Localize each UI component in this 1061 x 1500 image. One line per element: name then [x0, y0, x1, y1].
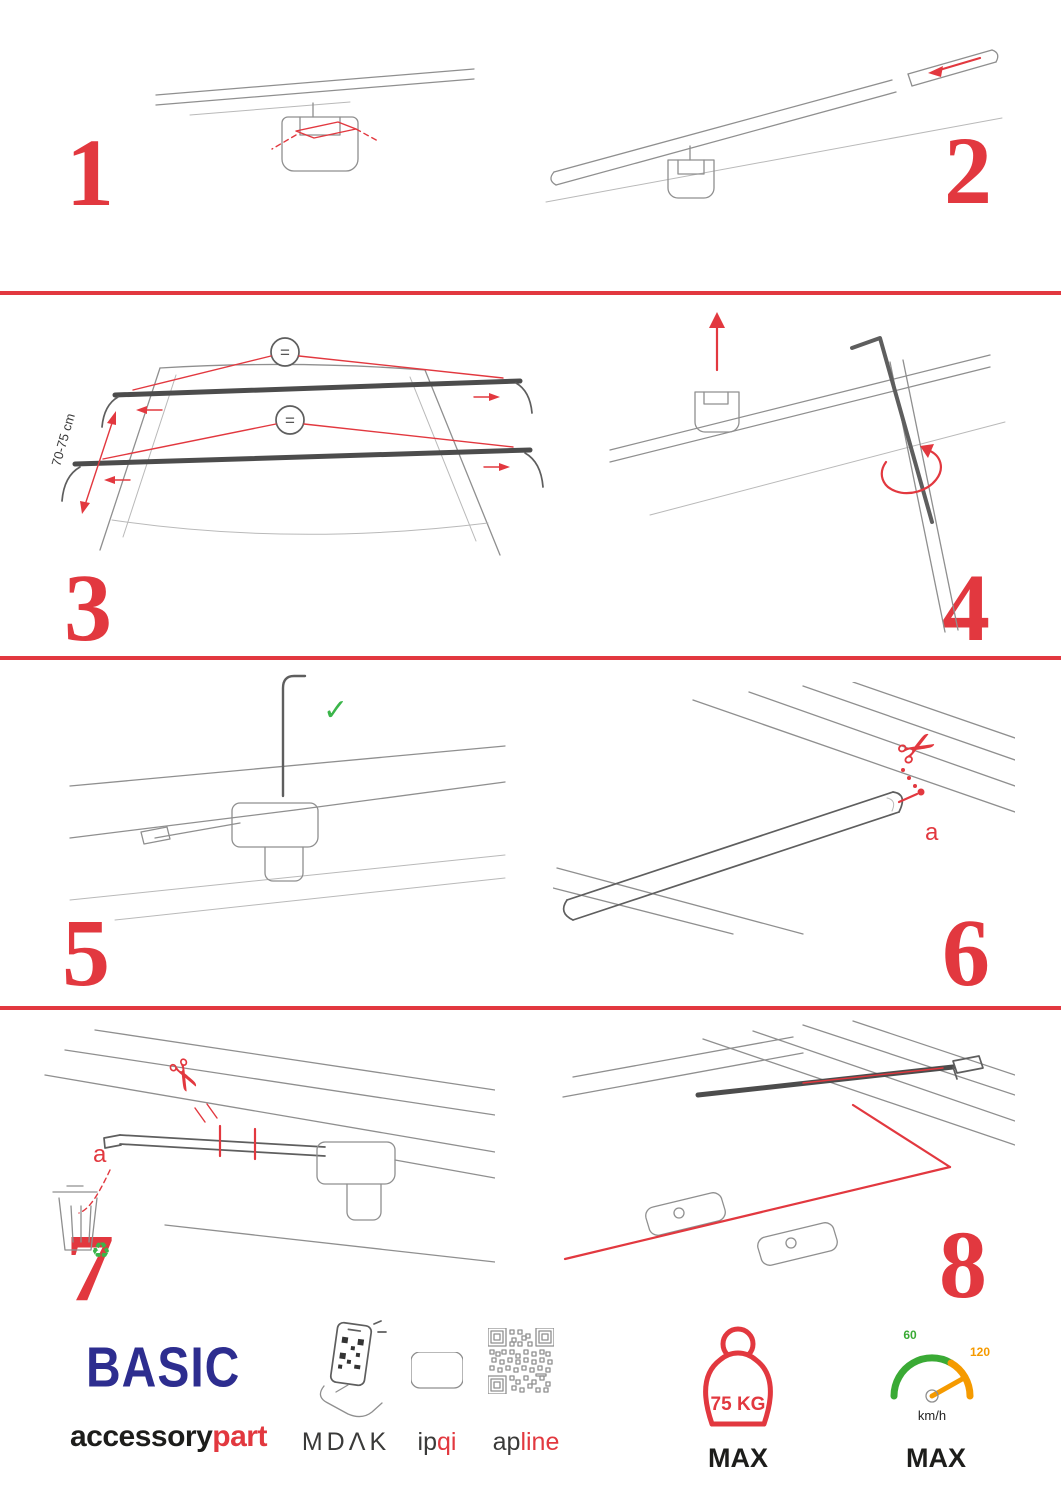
clamp	[667, 145, 715, 199]
step-8-illustration	[562, 1020, 1015, 1266]
alignment-arrows	[104, 393, 510, 484]
mounted-bar	[695, 1055, 984, 1098]
step-2-number: 2	[944, 117, 992, 224]
step-2-illustration	[545, 49, 1003, 203]
speed-high-label: 120	[970, 1345, 990, 1359]
clamp	[694, 391, 740, 433]
slide-arrow	[928, 56, 982, 77]
strap-end	[897, 788, 925, 804]
label-apline-left: ap	[492, 1428, 521, 1456]
check-icon: ✓	[323, 693, 348, 728]
snip-lines	[194, 1103, 218, 1123]
label-ipqi-right: qi	[437, 1428, 457, 1456]
roof-rib-lines	[553, 682, 1015, 935]
door-frame-lines	[69, 745, 506, 921]
clamp-parts	[645, 1192, 838, 1266]
discard-path	[78, 1169, 111, 1214]
label-apline: apline	[484, 1428, 568, 1457]
cut-marks	[218, 1124, 257, 1161]
part-label-a: a	[925, 819, 939, 846]
end-cap	[907, 49, 999, 87]
step-6-number: 6	[942, 899, 990, 1006]
step-4-number: 4	[942, 554, 990, 661]
speedometer-icon: 60 120 km/h	[890, 1328, 990, 1423]
roof-edge-line	[545, 117, 1003, 203]
label-mdak: MDΛK	[301, 1428, 391, 1456]
speed-unit-label: km/h	[918, 1408, 946, 1423]
section-divider-3	[0, 1006, 1061, 1010]
pointer-lines	[563, 1103, 952, 1261]
youtube-icon	[411, 1352, 463, 1389]
section-divider-1	[0, 291, 1061, 295]
equal-sign: =	[280, 343, 290, 362]
strap-hook	[281, 674, 307, 798]
weight-value: 75 KG	[711, 1394, 766, 1415]
section-divider-2	[0, 656, 1061, 660]
roof-rail	[609, 354, 1006, 516]
clamp-bracket	[281, 102, 359, 172]
strap	[103, 1134, 326, 1157]
brand-part: part	[212, 1420, 267, 1453]
step-5-number: 5	[62, 899, 110, 1006]
distance-label: 70-75 cm	[48, 412, 77, 468]
crossbar	[550, 79, 897, 186]
weight-max-label: MAX	[708, 1443, 768, 1473]
equal-overhang-callout-rear: =	[102, 405, 514, 460]
rear-crossbar	[61, 447, 544, 502]
brand-basic: BASIC	[86, 1337, 241, 1400]
trash-can-icon	[52, 1185, 98, 1251]
speed-max-label: MAX	[906, 1443, 966, 1473]
label-ipqi-left: ip	[417, 1428, 437, 1456]
cut-dots	[901, 768, 917, 788]
crossbar-tube	[562, 791, 904, 921]
recycle-icon: ♻	[91, 1239, 111, 1264]
step-8-number: 8	[939, 1211, 987, 1318]
equal-overhang-callout-front: =	[132, 337, 504, 391]
allen-key	[850, 336, 934, 524]
ceiling-lines	[44, 1029, 495, 1263]
clamp	[316, 1141, 495, 1221]
clamp	[140, 802, 319, 882]
insert-arrow	[709, 312, 725, 372]
brand-accessory: accessory	[70, 1420, 213, 1453]
part-label-a: a	[93, 1141, 107, 1168]
hand	[319, 1384, 383, 1418]
step-5-illustration: ✓	[69, 674, 506, 921]
step-6-illustration: ✂ a	[553, 682, 1015, 935]
label-ipqi: ipqi	[405, 1428, 469, 1457]
equal-sign: =	[285, 411, 295, 430]
step-3-number: 3	[64, 554, 112, 661]
qr-code-icon	[488, 1328, 554, 1394]
brand-accessorypart: accessorypart	[70, 1420, 267, 1454]
step-1-illustration	[155, 68, 475, 172]
front-crossbar	[101, 378, 533, 428]
speed-low-label: 60	[903, 1328, 917, 1342]
step-3-illustration: = = 70-75 cm	[48, 337, 544, 556]
turn-arrow	[880, 444, 942, 495]
step-7-illustration: ✂ a ♻	[44, 1029, 495, 1264]
roof-rib-lines	[562, 1020, 1015, 1146]
phone-qr-icon	[319, 1320, 387, 1418]
roof-rail	[155, 68, 475, 116]
step-4-illustration	[609, 312, 1006, 633]
step-1-number: 1	[66, 119, 114, 226]
label-apline-right: line	[520, 1428, 560, 1456]
max-weight-icon: 75 KG	[703, 1326, 773, 1427]
rubber-pad	[271, 121, 379, 150]
